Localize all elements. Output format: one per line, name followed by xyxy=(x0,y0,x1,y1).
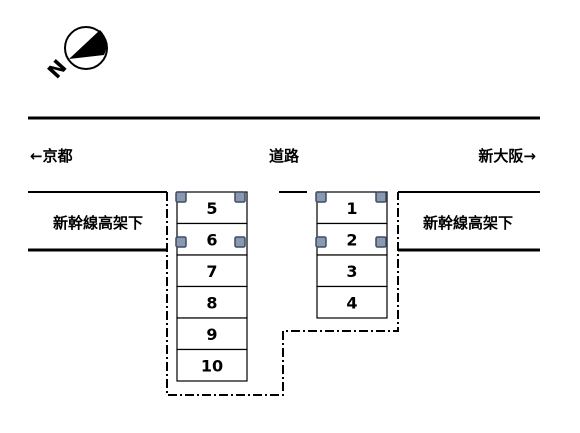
selection-handle[interactable] xyxy=(234,191,246,203)
right-space-4: 4 xyxy=(316,285,388,319)
parking-spaces-left: 5 6 7 8 9 10 xyxy=(176,191,248,382)
parking-spaces-right: 1 2 3 4 xyxy=(316,191,388,319)
selection-handles xyxy=(175,191,387,248)
direction-kyoto-label: ←京都 xyxy=(30,147,73,165)
parking-space-box xyxy=(176,348,248,382)
left-space-7: 7 xyxy=(176,254,248,288)
selection-handle[interactable] xyxy=(175,236,187,248)
parking-space-box xyxy=(176,254,248,288)
parking-space-number: 5 xyxy=(206,199,217,218)
parking-space-box xyxy=(176,285,248,319)
selection-handle[interactable] xyxy=(375,191,387,203)
parking-space-number: 2 xyxy=(346,230,357,249)
north-arrow-icon: N xyxy=(42,26,108,83)
parking-space-number: 9 xyxy=(206,325,217,344)
selection-handle[interactable] xyxy=(234,236,246,248)
selection-handle[interactable] xyxy=(175,191,187,203)
viaduct-left-label: 新幹線高架下 xyxy=(53,214,143,232)
parking-space-number: 7 xyxy=(206,262,217,281)
viaduct-right-label: 新幹線高架下 xyxy=(423,214,513,232)
left-space-10: 10 xyxy=(176,348,248,382)
left-space-5: 5 xyxy=(176,191,248,225)
direction-shin-osaka-label: 新大阪→ xyxy=(478,147,536,165)
parking-space-box xyxy=(176,317,248,351)
left-space-9: 9 xyxy=(176,317,248,351)
selection-handle[interactable] xyxy=(315,191,327,203)
left-space-8: 8 xyxy=(176,285,248,319)
parking-space-number: 8 xyxy=(206,293,217,312)
selection-handle[interactable] xyxy=(375,236,387,248)
parking-space-number: 4 xyxy=(346,293,357,312)
selection-handle[interactable] xyxy=(315,236,327,248)
parking-space-number: 3 xyxy=(346,262,357,281)
road-label: 道路 xyxy=(269,147,300,165)
parking-space-number: 1 xyxy=(346,199,357,218)
right-space-3: 3 xyxy=(316,254,388,288)
parking-space-number: 10 xyxy=(201,356,223,375)
parking-space-box xyxy=(316,285,388,319)
parking-space-number: 6 xyxy=(206,230,217,249)
